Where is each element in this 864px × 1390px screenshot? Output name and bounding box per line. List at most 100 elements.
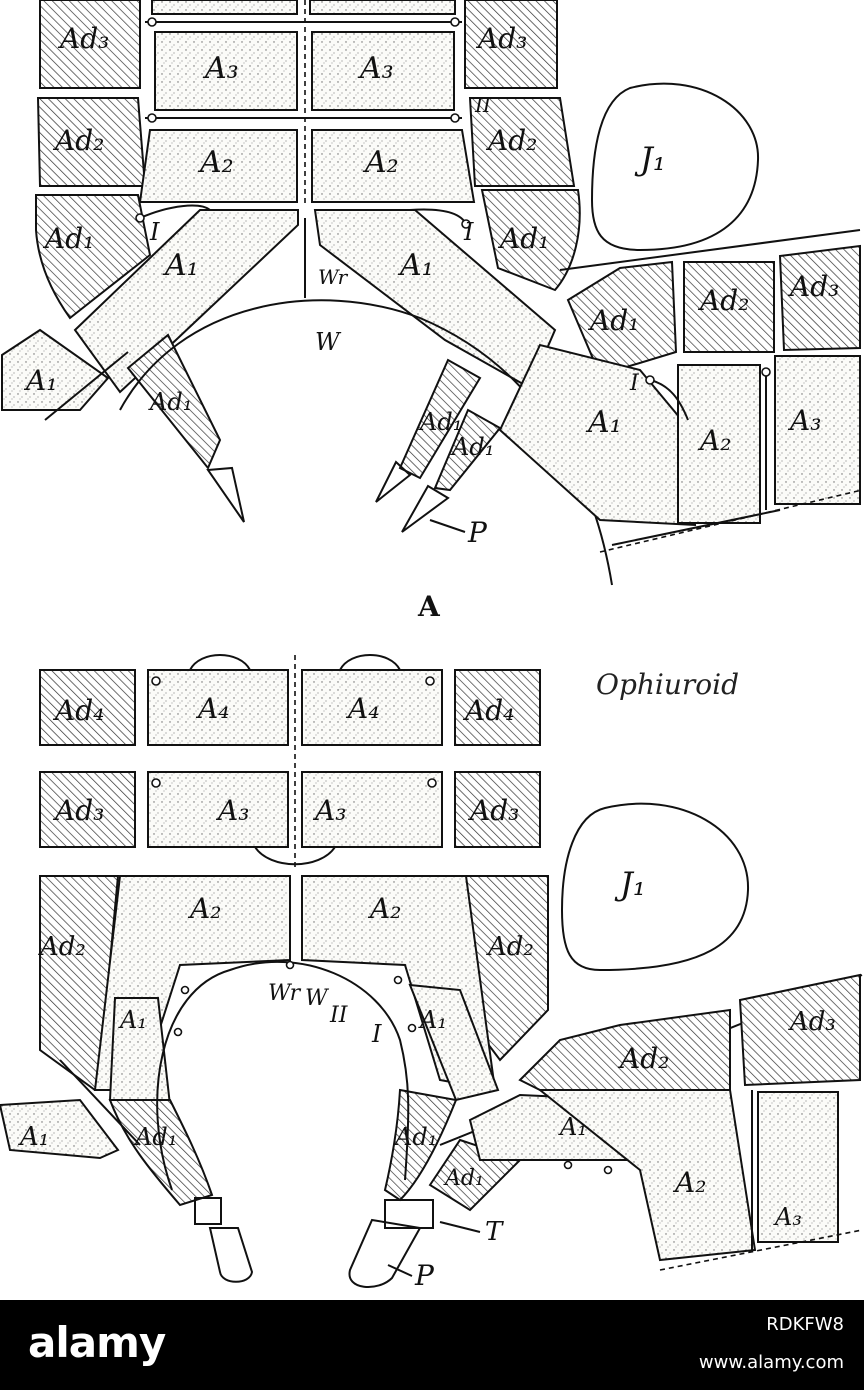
label-i-right: I: [463, 218, 474, 246]
plate-ad1-left: [35, 194, 152, 320]
arrow-t: [439, 1221, 481, 1233]
plate-ad1-right: [480, 189, 581, 292]
label-w-top: W: [315, 328, 342, 356]
label-ad4-right: Ad₄: [462, 694, 514, 727]
label-a4-right: A₄: [345, 692, 379, 725]
arm-edge-lower: [611, 509, 781, 546]
plate-a4-stub-right: [309, 0, 456, 15]
label-a2-left-b: A₂: [187, 892, 221, 925]
pore: [147, 17, 157, 27]
plate-a3-left-b: [147, 771, 289, 848]
plate-ad2-arm: [683, 261, 775, 353]
plate-ad3-right: [464, 0, 558, 89]
pore: [180, 985, 190, 995]
alamy-logo: alamy: [28, 1317, 166, 1367]
plate-a3-left: [154, 31, 298, 111]
label-ad1-lower-right: Ad₁: [418, 408, 462, 436]
label-i-arm: I: [629, 371, 640, 396]
label-ad1-lower-left: Ad₁: [148, 388, 192, 416]
edge-line: [44, 351, 129, 421]
label-ad2-right: Ad₂: [485, 124, 537, 157]
plate-ad3-arm-b: [738, 973, 861, 1087]
label-j1-bottom: J₁: [614, 865, 646, 903]
label-ad1-right-b: Ad₁: [393, 1123, 437, 1151]
label-a1-arm-b: A₁: [558, 1113, 587, 1141]
panel-a-caption: A: [418, 590, 440, 623]
plate-a2-right: [311, 129, 476, 203]
plate-j1: [590, 82, 760, 252]
plate-ad3-arm: [778, 244, 861, 352]
plate-ad1-lower-right: [398, 358, 482, 480]
spine-right: [375, 460, 412, 503]
plate-a4-left: [147, 669, 289, 746]
label-a4-left: A₄: [195, 692, 229, 725]
pore: [407, 1023, 417, 1033]
label-ad1-right: Ad₁: [497, 222, 549, 255]
label-a1-left-b: A₁: [118, 1006, 147, 1034]
label-p-top: P: [467, 516, 488, 549]
stock-id: RDKFW8: [766, 1314, 844, 1335]
spine-left: [206, 466, 245, 523]
arc-a3: [254, 846, 336, 866]
panel-a: Ad₃ A₃ A₃ Ad₃ II Ad₂ A₂ A₂ Ad₂ J₁ Ad₁ I …: [1, 0, 863, 586]
label-i-left: I: [149, 218, 160, 246]
pore: [147, 113, 157, 123]
arm-dash-b: [659, 1229, 863, 1271]
tube-right: [384, 1199, 434, 1229]
pore: [173, 1027, 183, 1037]
label-a1-right-b: A₁: [418, 1006, 447, 1034]
label-ad4-left: Ad₄: [52, 694, 104, 727]
pore: [151, 778, 161, 788]
pore: [761, 367, 771, 377]
label-ad1-arm: Ad₁: [587, 304, 639, 337]
label-ad3-arm-b: Ad₃: [788, 1007, 836, 1037]
label-t: T: [485, 1217, 504, 1247]
pore: [151, 676, 161, 686]
label-ad1-lower-right-2: Ad₁: [450, 433, 494, 461]
label-ii-bottom: II: [329, 1003, 349, 1028]
spine-right-2: [401, 484, 450, 533]
label-a3-arm: A₃: [787, 404, 821, 437]
pore: [393, 975, 403, 985]
label-a1-arm: A₁: [585, 405, 622, 440]
canal-i-left: [139, 204, 211, 219]
plate-a1-right-b: [408, 983, 500, 1102]
pore: [135, 213, 145, 223]
site-url: www.alamy.com: [698, 1352, 844, 1373]
plate-ad4-left: [39, 669, 136, 746]
label-a3-right: A₃: [357, 51, 394, 86]
label-a2-right-b: A₂: [367, 892, 401, 925]
echinoderm-plate-diagram: Ad₃ A₃ A₃ Ad₃ II Ad₂ A₂ A₂ Ad₂ J₁ Ad₁ I …: [0, 0, 863, 1292]
ophiuroid-caption: Ophiuroid: [596, 668, 740, 701]
label-ad1-left-b: Ad₁: [133, 1123, 177, 1151]
plate-ad3-left-b: [39, 771, 136, 848]
spine-right-b: [348, 1218, 422, 1289]
tube-left: [194, 1197, 222, 1225]
watermark-bar: [0, 1300, 864, 1390]
label-w-bottom: W: [305, 986, 330, 1011]
pore: [450, 113, 460, 123]
plate-ad3-right-b: [454, 771, 541, 848]
label-ad2-arm: Ad₂: [697, 284, 749, 317]
label-ad2-arm-b: Ad₂: [617, 1042, 669, 1075]
plate-a4-right: [301, 669, 443, 746]
plate-a3-right-b: [301, 771, 443, 848]
pore: [645, 375, 655, 385]
panel-ophiuroid: Ad₄ A₄ A₄ Ad₄ Ad₃ A₃ A₃ Ad₃ J₁ A₂ A₂ Ad₂…: [0, 654, 863, 1292]
plate-a1-fragment-b: [0, 1098, 120, 1160]
plate-ad2-right: [468, 97, 576, 187]
arc-a4-right: [339, 654, 401, 671]
label-ad3-left: Ad₃: [57, 22, 109, 55]
label-a2-right: A₂: [362, 145, 399, 180]
edge-line-b: [59, 1059, 141, 1146]
plate-a2-left: [138, 129, 298, 203]
plate-ad3-left: [39, 0, 141, 89]
arrow-p-bottom: [387, 1264, 413, 1277]
label-a3-arm-b: A₃: [773, 1203, 802, 1231]
pore: [425, 676, 435, 686]
label-j1-top: J₁: [634, 140, 666, 178]
plate-a2-arm-b: [537, 1089, 757, 1262]
spine-left-b: [208, 1227, 254, 1283]
label-ad2-left-b: Ad₂: [38, 932, 86, 962]
label-ad1-left: Ad₁: [42, 222, 94, 255]
